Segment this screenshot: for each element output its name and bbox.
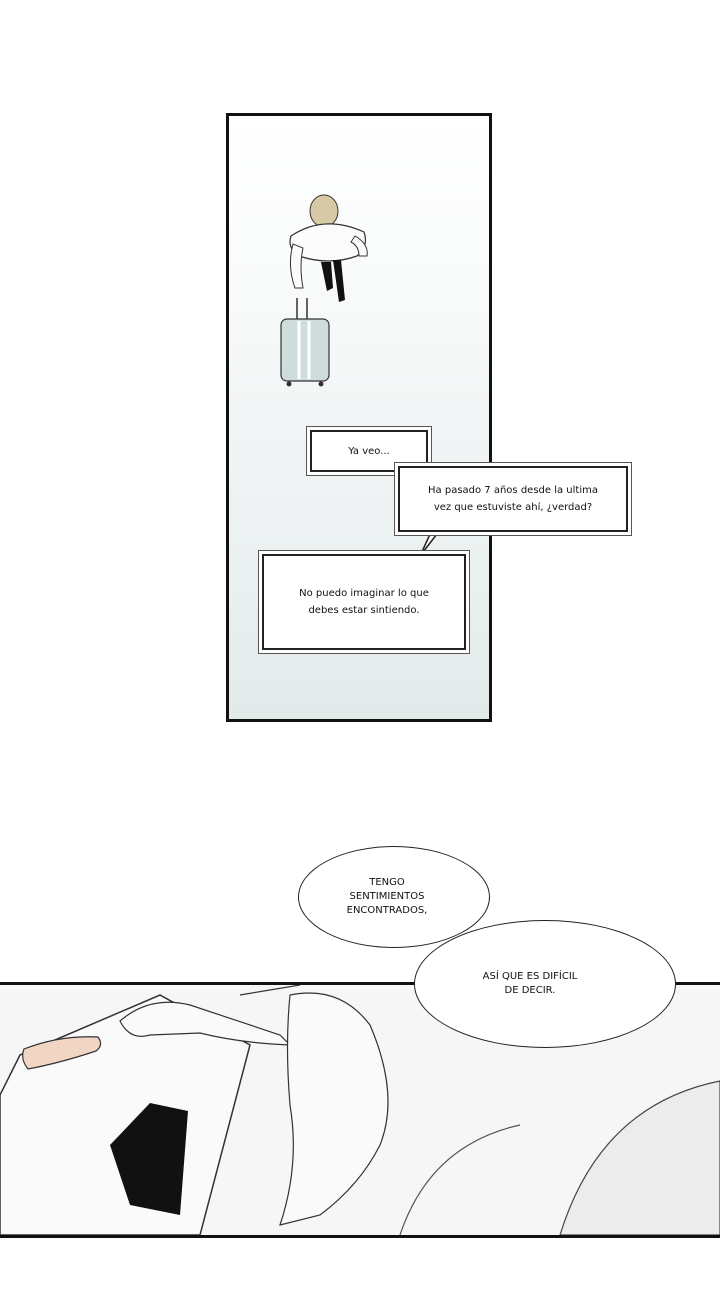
caption-box-2: Ha pasado 7 años desde la ultima vez que… (398, 466, 628, 532)
speech-text-2: ASÍ QUE ES DIFÍCIL DE DECIR. (482, 971, 578, 996)
caption-box-3: No puedo imaginar lo que debes estar sin… (262, 554, 466, 650)
caption-text-1: Ya veo... (348, 445, 390, 457)
speech-bubble-2: ASÍ QUE ES DIFÍCIL DE DECIR. (414, 920, 676, 1048)
hand-with-phone-illustration (0, 985, 720, 1235)
figure-with-suitcase-illustration (280, 194, 368, 387)
speech-bubble-1: TENGO SENTIMIENTOS ENCONTRADOS, (298, 846, 490, 948)
caption-box-1: Ya veo... (310, 430, 428, 472)
caption-text-3: No puedo imaginar lo que debes estar sin… (299, 588, 429, 616)
caption-text-2: Ha pasado 7 años desde la ultima vez que… (428, 485, 598, 513)
speech-text-1: TENGO SENTIMIENTOS ENCONTRADOS, (346, 877, 428, 916)
